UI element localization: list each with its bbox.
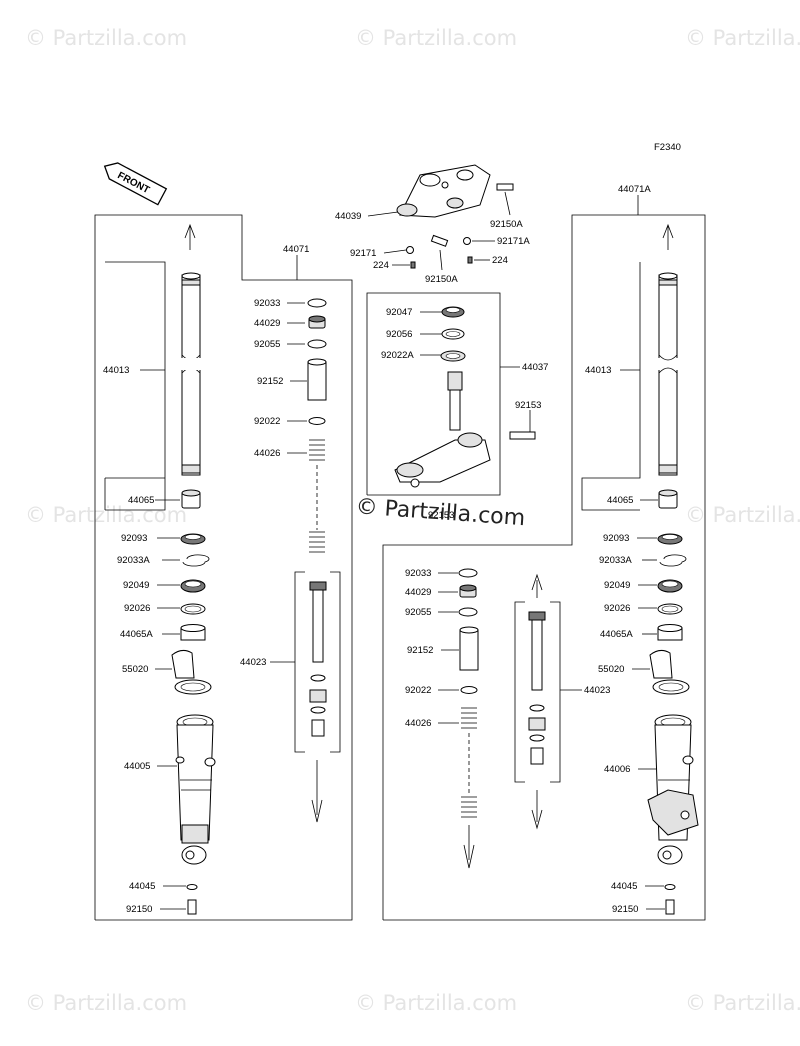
part-label-44045: 44045 — [129, 881, 155, 892]
bolt — [430, 234, 449, 247]
drain-bolt — [187, 899, 197, 915]
part-label-44023: 44023 — [240, 657, 266, 668]
left-fork-group: 44071 44013 44065 92093 92033A — [94, 214, 353, 921]
part-label-92171: 92171 — [350, 248, 376, 259]
part-label-44026: 44026 — [405, 718, 431, 729]
inner-fork-tube — [658, 272, 678, 476]
part-label-92033: 92033 — [254, 298, 280, 309]
part-label-224: 224 — [492, 255, 508, 266]
part-label-92033a: 92033A — [117, 555, 150, 566]
steering-stem — [394, 371, 491, 488]
watermark: © Partzilla.com — [685, 991, 800, 1015]
part-label-92171a: 92171A — [497, 236, 530, 247]
front-arrow: FRONT — [103, 162, 168, 206]
part-label-55020: 55020 — [122, 664, 148, 675]
fork-protector — [171, 649, 195, 679]
part-label-44071a: 44071A — [618, 184, 651, 195]
watermark: © Partzilla.com — [355, 991, 517, 1015]
part-label-92152: 92152 — [257, 376, 283, 387]
watermark: © Partzilla.com — [25, 991, 187, 1015]
part-label-44023: 44023 — [584, 685, 610, 696]
stem-outline — [366, 292, 501, 496]
part-label-92150: 92150 — [612, 904, 638, 915]
part-label-92049: 92049 — [604, 580, 630, 591]
part-label-92055: 92055 — [405, 607, 431, 618]
part-label-44026: 44026 — [254, 448, 280, 459]
fork-spring-left — [309, 439, 325, 553]
part-label-92033a: 92033A — [599, 555, 632, 566]
fork-spring-right — [461, 707, 477, 818]
part-label-44071: 44071 — [283, 244, 309, 255]
outer-fork-tube-left — [175, 714, 216, 865]
part-label-92153: 92153 — [515, 400, 541, 411]
watermark: © Partzilla.com — [25, 503, 187, 527]
part-label-92152: 92152 — [407, 645, 433, 656]
part-label-92026: 92026 — [124, 603, 150, 614]
center-watermark: © Partzilla.com — [355, 494, 526, 531]
part-label-92056: 92056 — [386, 329, 412, 340]
part-label-92033: 92033 — [405, 568, 431, 579]
inner-tube-bracket — [105, 261, 166, 511]
part-label-44005: 44005 — [124, 761, 150, 772]
spacer-tube — [307, 361, 327, 401]
watermark-layer: © Partzilla.com © Partzilla.com © Partzi… — [25, 26, 800, 1015]
part-label-44013: 44013 — [103, 365, 129, 376]
part-label-44006: 44006 — [604, 764, 630, 775]
part-label-92049: 92049 — [123, 580, 149, 591]
part-label-92150a: 92150A — [425, 274, 458, 285]
damper-rod-right — [528, 611, 546, 765]
watermark: © Partzilla.com — [355, 26, 517, 50]
part-label-44013: 44013 — [585, 365, 611, 376]
part-label-44065a: 44065A — [120, 629, 153, 640]
part-label-92150a: 92150A — [490, 219, 523, 230]
part-label-44045: 44045 — [611, 881, 637, 892]
left-fork-outline — [94, 214, 353, 921]
part-label-92055: 92055 — [254, 339, 280, 350]
part-label-92022: 92022 — [254, 416, 280, 427]
bolt — [496, 183, 514, 191]
part-label-92093: 92093 — [603, 533, 629, 544]
part-label-44065a: 44065A — [600, 629, 633, 640]
part-label-92022: 92022 — [405, 685, 431, 696]
circlip — [182, 554, 210, 567]
outer-fork-tube-right — [647, 714, 699, 865]
stem-group: 44037 92047 92056 92022A 92153 92153 — [366, 292, 548, 521]
part-label-92153: 92153 — [428, 510, 454, 521]
inner-fork-tube — [181, 272, 201, 476]
right-fork-group: 44071A 44013 44065 92093 92033A 92049 — [382, 184, 706, 921]
part-label-55020: 55020 — [598, 664, 624, 675]
part-label-44029: 44029 — [405, 587, 431, 598]
damper-rod-left — [309, 581, 327, 737]
watermark: © Partzilla.com — [25, 26, 187, 50]
right-fork-outline — [382, 214, 706, 921]
part-label-224: 224 — [373, 260, 389, 271]
part-label-92026: 92026 — [604, 603, 630, 614]
part-label-44065: 44065 — [607, 495, 633, 506]
part-label-92022a: 92022A — [381, 350, 414, 361]
watermark: © Partzilla.com — [685, 26, 800, 50]
washer — [186, 884, 198, 890]
part-label-92047: 92047 — [386, 307, 412, 318]
part-label-44039: 44039 — [335, 211, 361, 222]
stem-bolt — [509, 431, 536, 440]
part-label-92150: 92150 — [126, 904, 152, 915]
part-label-44065: 44065 — [128, 495, 154, 506]
part-label-92093: 92093 — [121, 533, 147, 544]
top-bracket-group: 44039 92150A 92171 224 92150A 92171A 224 — [335, 164, 530, 285]
part-label-44029: 44029 — [254, 318, 280, 329]
watermark: © Partzilla.com — [685, 503, 800, 527]
figure-code: F2340 — [654, 142, 681, 153]
part-label-44037: 44037 — [522, 362, 548, 373]
